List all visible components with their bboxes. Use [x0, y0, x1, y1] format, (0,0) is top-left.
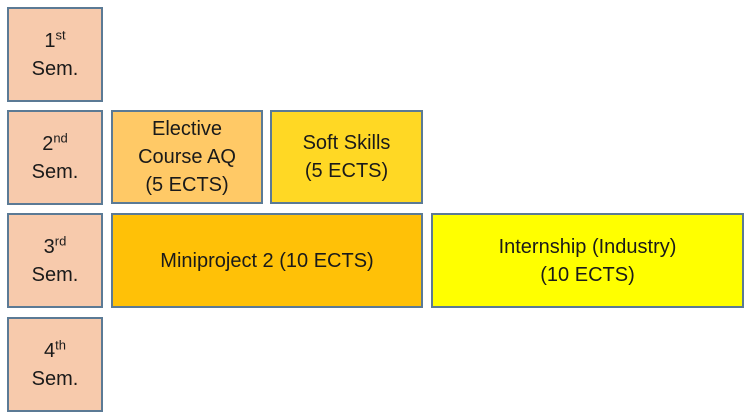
semester-3-box: 3rd Sem. [7, 213, 103, 308]
elective-course-line-2: Course AQ [138, 146, 236, 168]
internship-line-2: (10 ECTS) [540, 263, 635, 286]
semester-1-label: Sem. [31, 57, 79, 80]
semester-3-suffix: rd [54, 232, 67, 248]
semester-3-number: 3 [43, 235, 55, 258]
internship-box: Internship (Industry) (10 ECTS) [431, 213, 744, 308]
semester-3-label: Sem. [31, 263, 79, 286]
soft-skills-box: Soft Skills (5 ECTS) [270, 110, 423, 204]
semester-2-suffix: nd [53, 129, 68, 145]
semester-1-number: 1 [44, 29, 56, 52]
soft-skills-line-2: (5 ECTS) [304, 160, 389, 182]
semester-1-suffix: st [55, 26, 66, 42]
semester-2-number: 2 [42, 132, 54, 155]
semester-4-label: Sem. [31, 367, 79, 390]
semester-4-box: 4th Sem. [7, 317, 103, 412]
elective-course-line-1: Elective [151, 118, 223, 140]
elective-course-line-3: (5 ECTS) [145, 174, 229, 196]
miniproject-box: Miniproject 2 (10 ECTS) [111, 213, 423, 308]
internship-line-1: Internship (Industry) [498, 235, 677, 258]
soft-skills-line-1: Soft Skills [302, 132, 391, 154]
elective-course-box: Elective Course AQ (5 ECTS) [111, 110, 263, 204]
semester-4-suffix: th [55, 336, 66, 352]
semester-2-box: 2nd Sem. [7, 110, 103, 205]
miniproject-line-1: Miniproject 2 (10 ECTS) [160, 249, 374, 272]
semester-1-box: 1st Sem. [7, 7, 103, 102]
semester-4-number: 4 [44, 339, 56, 362]
semester-2-label: Sem. [31, 160, 79, 183]
